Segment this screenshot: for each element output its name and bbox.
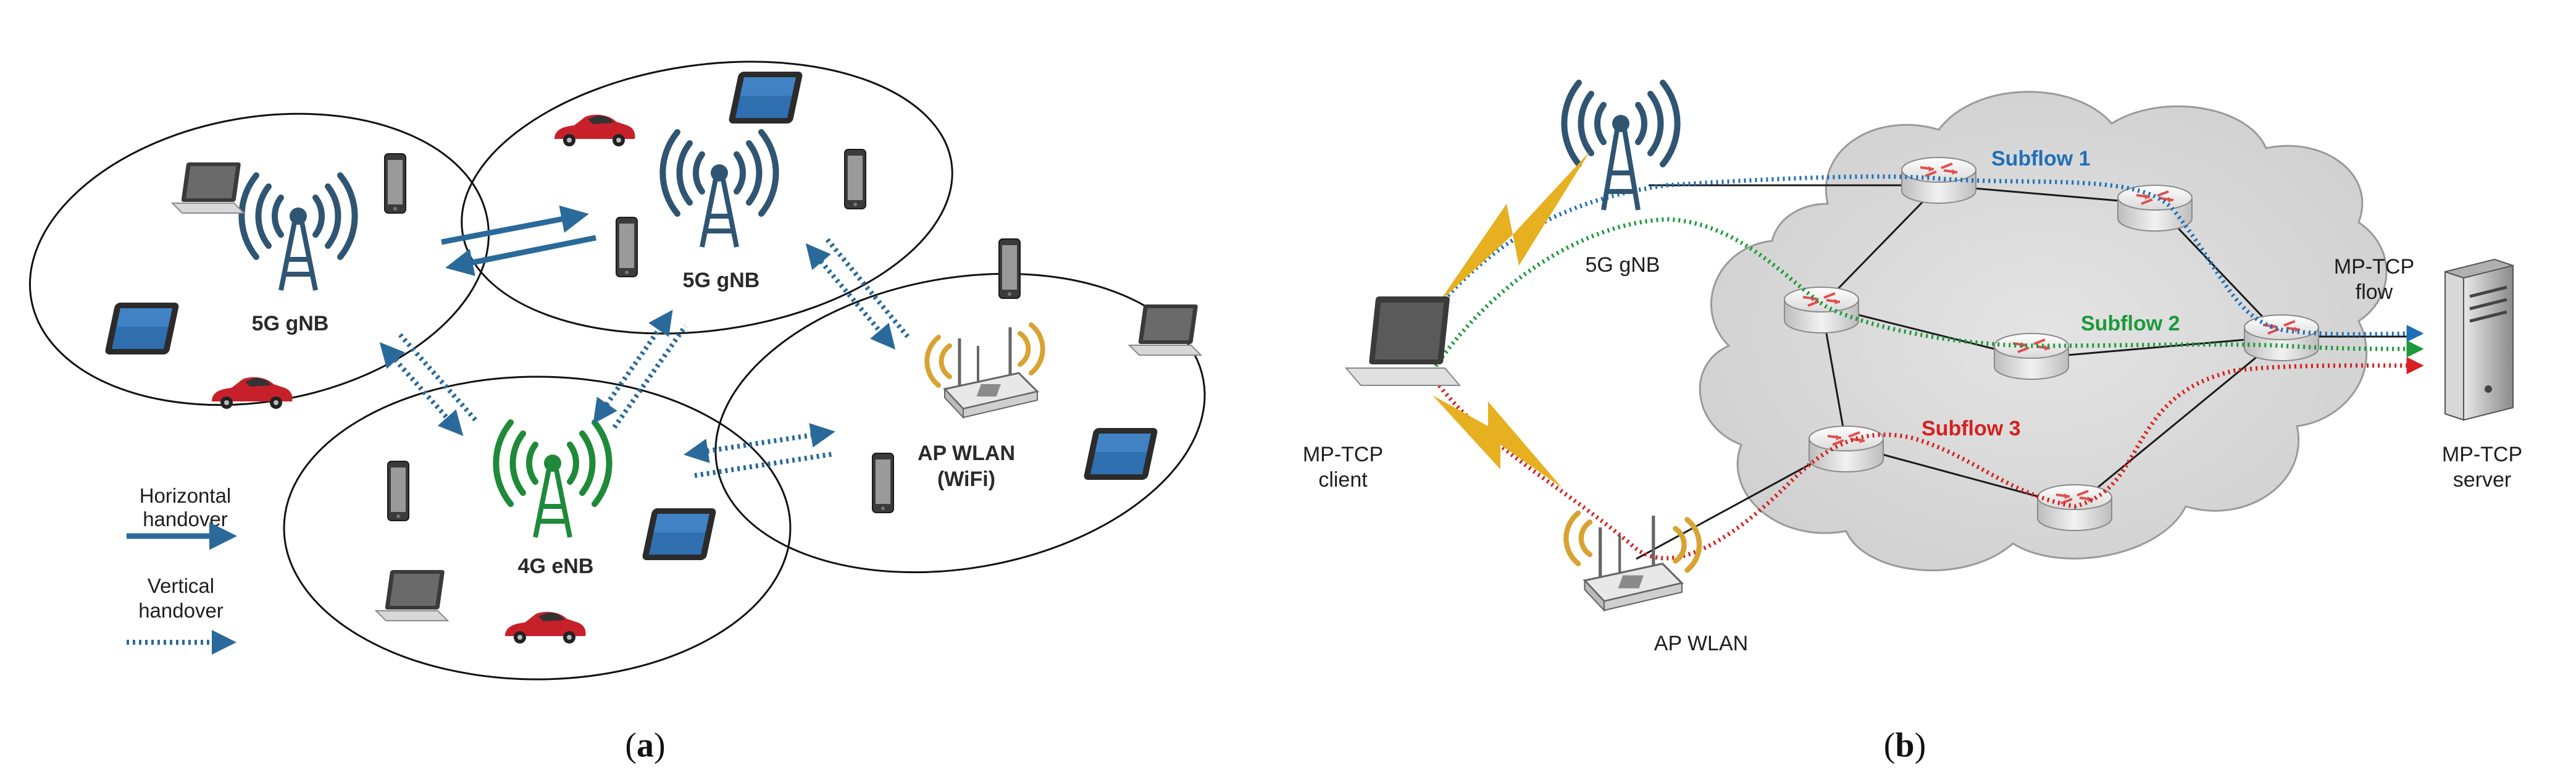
ap-wlan-label: AP WLAN bbox=[1654, 632, 1748, 655]
phone-icon bbox=[616, 217, 638, 277]
tablet-icon bbox=[104, 303, 180, 354]
legend-vertical-label-2: handover bbox=[138, 599, 224, 622]
client-laptop-icon bbox=[1344, 296, 1462, 386]
car-icon bbox=[554, 114, 635, 146]
legend-vertical-label-1: Vertical bbox=[148, 574, 214, 597]
vertical-handover-arrow bbox=[805, 243, 896, 350]
wifi-ap-icon bbox=[924, 322, 1045, 417]
car-icon bbox=[505, 611, 586, 644]
subflow-3-label: Subflow 3 bbox=[1922, 417, 2021, 440]
server-icon bbox=[2444, 258, 2514, 421]
subflow-3-path bbox=[1431, 356, 2424, 561]
server-label-1: MP-TCP bbox=[2442, 443, 2522, 466]
vertical-handover-arrow bbox=[379, 342, 464, 436]
gnb-label: 5G gNB bbox=[1586, 253, 1660, 277]
legend-horizontal-label-2: handover bbox=[143, 508, 228, 530]
antenna-5g-left-icon bbox=[238, 172, 358, 291]
vertical-handover-arrow bbox=[398, 333, 477, 422]
legend-horizontal-label-1: Horizontal bbox=[140, 484, 232, 507]
phone-icon bbox=[844, 149, 866, 209]
cell-wifi bbox=[714, 272, 1206, 574]
router-icon bbox=[1783, 286, 1860, 334]
client-label-1: MP-TCP bbox=[1303, 443, 1383, 466]
subflow-2-label: Subflow 2 bbox=[2081, 312, 2180, 335]
lightning-icon bbox=[1439, 151, 1590, 303]
laptop-icon bbox=[1129, 304, 1202, 356]
laptop-icon bbox=[375, 569, 448, 621]
gnb-top-label: 5G gNB bbox=[683, 269, 760, 292]
laptop-icon bbox=[172, 162, 245, 214]
lightning-icon bbox=[1432, 395, 1562, 488]
server-label-2: server bbox=[2453, 468, 2511, 492]
router-icon bbox=[1993, 332, 2070, 380]
vertical-handover-arrow bbox=[694, 451, 834, 478]
cell-top-5g bbox=[461, 61, 953, 335]
client-label-2: client bbox=[1318, 468, 1368, 492]
flow-label-2: flow bbox=[2356, 280, 2393, 304]
vertical-handover-arrow bbox=[612, 324, 688, 429]
vertical-handover-arrow bbox=[684, 423, 835, 463]
ap-wlan-label: AP WLAN bbox=[918, 442, 1015, 465]
gnb-left-label: 5G gNB bbox=[252, 312, 329, 335]
phone-icon bbox=[387, 461, 409, 521]
vertical-handover-arrow bbox=[825, 238, 910, 338]
cell-4g bbox=[283, 375, 792, 681]
tablet-icon bbox=[1083, 428, 1158, 480]
enb-label: 4G eNB bbox=[518, 555, 594, 578]
phone-icon bbox=[872, 453, 894, 513]
ap-wlan-icon bbox=[1563, 510, 1702, 611]
tablet-icon bbox=[642, 508, 717, 560]
subflow-1-label: Subflow 1 bbox=[1991, 147, 2091, 170]
antenna-5g-top-icon bbox=[659, 129, 779, 248]
horizontal-handover-arrow bbox=[445, 235, 596, 277]
router-icon bbox=[2243, 314, 2320, 362]
tablet-icon bbox=[728, 72, 803, 124]
router-icon bbox=[2117, 184, 2193, 232]
ap-wifi-label: (WiFi) bbox=[937, 468, 995, 491]
panel-b-caption: (b) bbox=[1884, 726, 1926, 765]
panel-b: Subflow 1 Subflow 2 Subflow 3 5G gNB MP-… bbox=[1303, 80, 2522, 765]
subflow-2-path bbox=[1431, 217, 2424, 372]
phone-icon bbox=[998, 238, 1021, 299]
panel-a: 5G gNB 5G gNB 4G eNB bbox=[29, 61, 1206, 765]
router-icon bbox=[1808, 425, 1884, 473]
panel-a-caption: (a) bbox=[625, 726, 665, 765]
antenna-4g-icon bbox=[493, 419, 613, 538]
horizontal-handover-arrow bbox=[441, 205, 589, 245]
flow-label-1: MP-TCP bbox=[2334, 255, 2414, 279]
phone-icon bbox=[384, 153, 406, 214]
antenna-5g-icon bbox=[1561, 80, 1681, 211]
